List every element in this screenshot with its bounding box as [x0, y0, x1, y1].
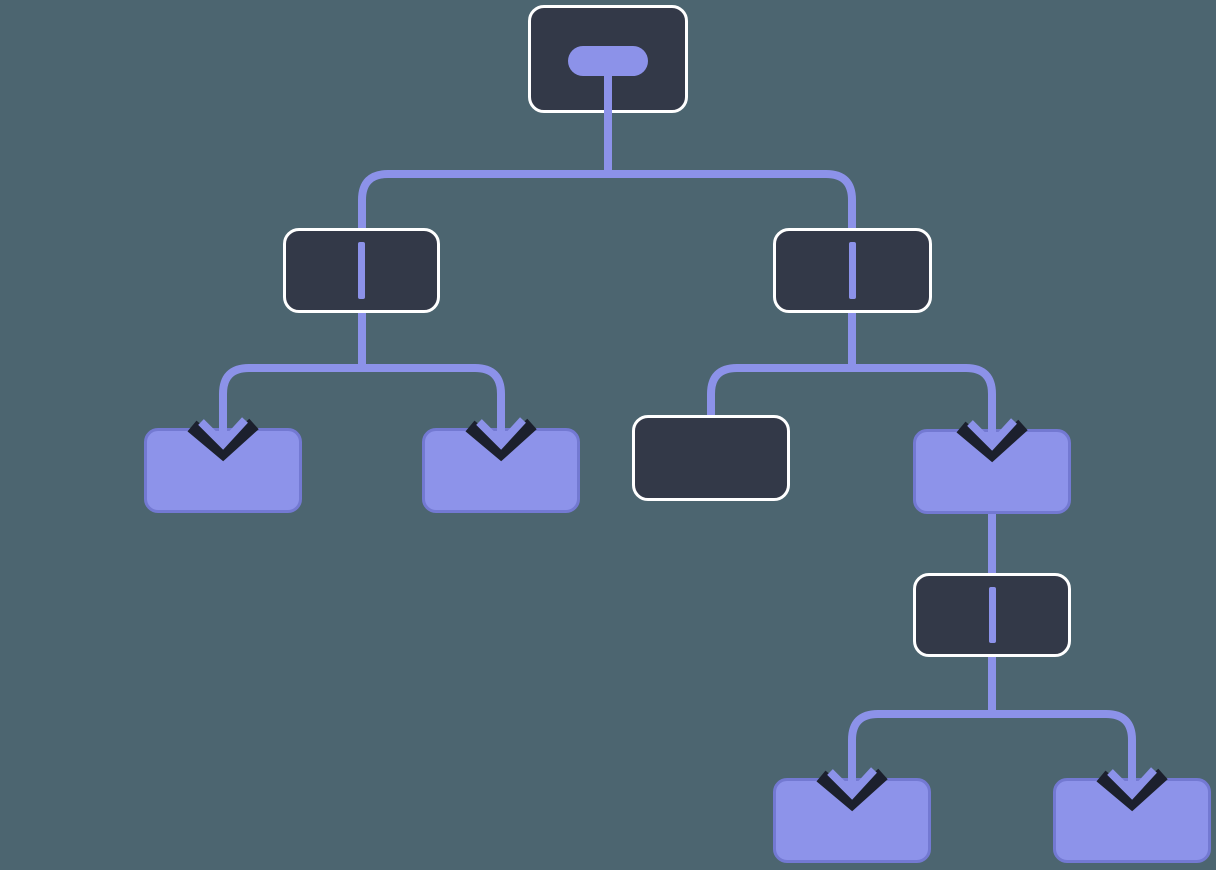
edge-root-to-branches — [358, 104, 856, 230]
chevron-down-icon — [956, 411, 1028, 463]
chevron-down-icon — [465, 410, 537, 462]
block-node-plain[interactable] — [632, 415, 790, 501]
branch-node-bottom[interactable] — [913, 573, 1071, 657]
start-pill — [568, 46, 648, 76]
edge-bottom-branch-to-leaves — [848, 655, 1136, 766]
branch-node-right[interactable] — [773, 228, 932, 313]
divider-bar — [849, 242, 856, 299]
edge-left-branch-to-leaves — [219, 311, 505, 416]
start-node[interactable] — [528, 5, 688, 122]
start-pill-stem — [604, 72, 612, 122]
divider-bar — [988, 587, 996, 643]
chevron-down-icon — [187, 410, 259, 462]
edge-right-branch-to-children — [707, 311, 996, 418]
divider-bar — [358, 242, 365, 299]
chevron-down-icon — [816, 760, 888, 812]
branch-node-left[interactable] — [283, 228, 440, 313]
chevron-down-icon — [1096, 760, 1168, 812]
